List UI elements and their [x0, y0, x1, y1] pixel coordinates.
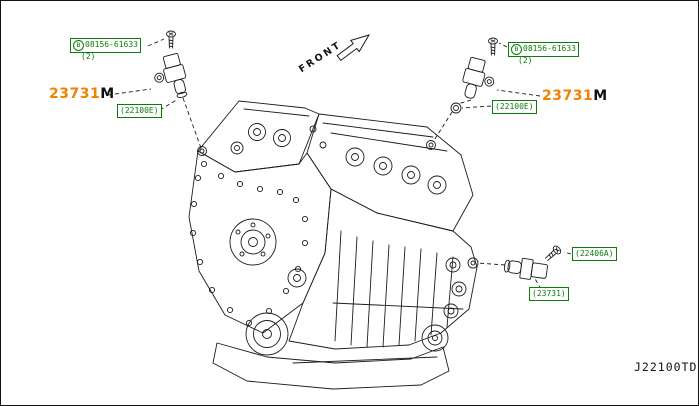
camshaft-sensor-right-drawing [462, 56, 495, 99]
prefix-b-icon: B [511, 44, 522, 55]
part-number-text: 08156-61633 [85, 40, 138, 49]
part-digits: 23731 [49, 86, 101, 102]
crank-sensor-lower-drawing [504, 257, 548, 280]
grommet-right-drawing [450, 102, 462, 114]
callout-sensor-right[interactable]: 23731M [542, 88, 608, 104]
part-digits: 23731 [542, 88, 594, 104]
callout-grommet-left[interactable]: (22100E) [117, 104, 162, 118]
part-number-text: 08156-61633 [523, 44, 576, 53]
part-suffix: M [100, 86, 115, 102]
bolt-left-drawing [166, 30, 176, 49]
callout-bolt-qty-left: (2) [81, 52, 96, 61]
leader-lines [107, 38, 572, 290]
engine-line-art [188, 100, 479, 390]
bolt-right-drawing [488, 37, 498, 56]
bolt-lower-drawing [545, 245, 562, 262]
callout-bolt-lower[interactable]: (22406A) [572, 247, 617, 261]
camshaft-sensor-left-drawing [154, 53, 188, 98]
front-arrow-icon [336, 34, 371, 62]
callout-grommet-right[interactable]: (22100E) [492, 100, 537, 114]
callout-sensor-lower[interactable]: (23731) [529, 287, 569, 301]
callout-bolt-qty-right: (2) [518, 56, 533, 65]
diagram-code: J22100TD [634, 360, 698, 374]
part-suffix: M [593, 88, 608, 104]
prefix-b-icon: B [73, 40, 84, 51]
callout-sensor-left[interactable]: 23731M [49, 86, 115, 102]
